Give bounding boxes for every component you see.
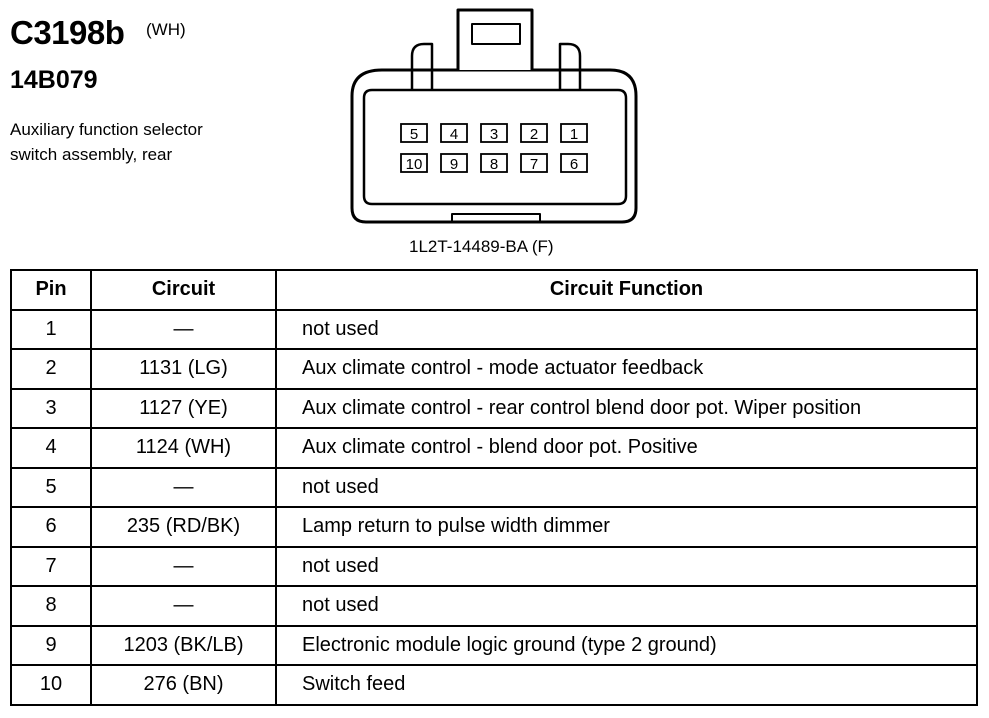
pin-cell: 10 <box>10 664 92 706</box>
function-cell: not used <box>275 545 978 587</box>
cavity-label: 3 <box>490 126 498 143</box>
circuit-cell: 1124 (WH) <box>90 427 277 469</box>
table-row: 10 276 (BN) Switch feed <box>10 664 978 706</box>
connector-part-number: 1L2T-14489-BA (F) <box>409 237 554 256</box>
cavity-10 <box>400 153 428 173</box>
cavity-1 <box>560 123 588 143</box>
function-cell: Aux climate control - blend door pot. Po… <box>275 427 978 469</box>
cavity-9 <box>440 153 468 173</box>
circuit-cell: 1127 (YE) <box>90 387 277 429</box>
pin-cell: 2 <box>10 348 92 390</box>
table-row: 6 235 (RD/BK) Lamp return to pulse width… <box>10 506 978 548</box>
cavity-label: 10 <box>406 156 423 173</box>
circuit-cell: — <box>90 308 277 350</box>
table-row: 3 1127 (YE) Aux climate control - rear c… <box>10 387 978 429</box>
cavity-label: 6 <box>570 156 578 173</box>
cavity-5 <box>400 123 428 143</box>
header-circuit-function: Circuit Function <box>275 269 978 311</box>
table-header-row: Pin Circuit Circuit Function <box>10 269 978 311</box>
cavity-6 <box>560 153 588 173</box>
pin-cell: 1 <box>10 308 92 350</box>
function-cell: not used <box>275 308 978 350</box>
circuit-cell: 1131 (LG) <box>90 348 277 390</box>
pin-cell: 5 <box>10 466 92 508</box>
pinout-table: Pin Circuit Circuit Function 1 — not use… <box>10 269 978 706</box>
pin-cell: 6 <box>10 506 92 548</box>
table-row: 8 — not used <box>10 585 978 627</box>
cavity-4 <box>440 123 468 143</box>
part-number: 14B079 <box>10 66 98 94</box>
cavity-label: 5 <box>410 126 418 143</box>
table-row: 4 1124 (WH) Aux climate control - blend … <box>10 427 978 469</box>
cavity-8 <box>480 153 508 173</box>
cavity-label: 7 <box>530 156 538 173</box>
connector-face-diagram: 5 4 3 2 1 10 9 8 7 6 <box>350 8 638 224</box>
circuit-cell: — <box>90 545 277 587</box>
circuit-cell: 276 (BN) <box>90 664 277 706</box>
circuit-cell: 235 (RD/BK) <box>90 506 277 548</box>
pin-cell: 7 <box>10 545 92 587</box>
header-pin: Pin <box>10 269 92 311</box>
cavity-label: 2 <box>530 126 538 143</box>
cavity-label: 9 <box>450 156 458 173</box>
cavity-label: 8 <box>490 156 498 173</box>
circuit-cell: — <box>90 585 277 627</box>
connector-color: (WH) <box>146 20 186 39</box>
header-circuit: Circuit <box>90 269 277 311</box>
description-line-2: switch assembly, rear <box>10 145 173 164</box>
circuit-cell: — <box>90 466 277 508</box>
pin-cell: 8 <box>10 585 92 627</box>
pin-cell: 4 <box>10 427 92 469</box>
cavity-7 <box>520 153 548 173</box>
function-cell: Aux climate control - rear control blend… <box>275 387 978 429</box>
table-row: 2 1131 (LG) Aux climate control - mode a… <box>10 348 978 390</box>
table-row: 5 — not used <box>10 466 978 508</box>
pin-cell: 9 <box>10 624 92 666</box>
function-cell: Electronic module logic ground (type 2 g… <box>275 624 978 666</box>
connector-id: C3198b <box>10 14 125 51</box>
cavity-2 <box>520 123 548 143</box>
description-line-1: Auxiliary function selector <box>10 120 203 139</box>
cavity-label: 1 <box>570 126 578 143</box>
cavity-label: 4 <box>450 126 458 143</box>
circuit-cell: 1203 (BK/LB) <box>90 624 277 666</box>
pin-cell: 3 <box>10 387 92 429</box>
function-cell: not used <box>275 585 978 627</box>
function-cell: Aux climate control - mode actuator feed… <box>275 348 978 390</box>
table-row: 7 — not used <box>10 545 978 587</box>
function-cell: Switch feed <box>275 664 978 706</box>
function-cell: not used <box>275 466 978 508</box>
table-row: 9 1203 (BK/LB) Electronic module logic g… <box>10 624 978 666</box>
function-cell: Lamp return to pulse width dimmer <box>275 506 978 548</box>
table-row: 1 — not used <box>10 308 978 350</box>
cavity-3 <box>480 123 508 143</box>
